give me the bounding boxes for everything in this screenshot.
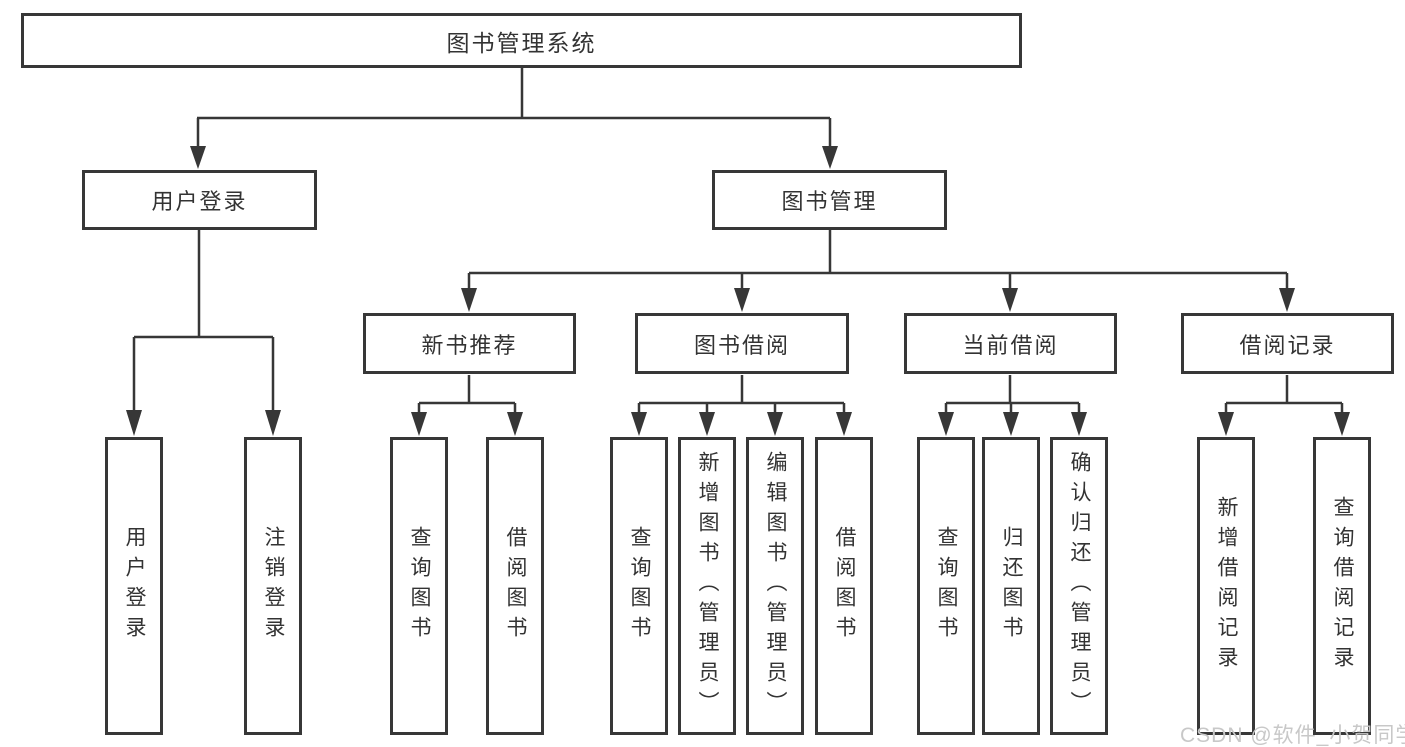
leaf-edit-books-admin: 编辑图书（管理员） [746,437,804,735]
leaf-borrow-books: 借阅图书 [815,437,873,735]
leaf-borrow-books-recommend: 借阅图书 [486,437,544,735]
arrowhead [507,412,523,436]
leaf-query-books-current: 查询图书 [917,437,975,735]
arrowhead [461,288,477,312]
node-new-book-recommend: 新书推荐 [363,313,576,374]
arrowhead [1334,412,1350,436]
current-borrow-connector [944,375,1081,414]
arrowhead [190,146,206,169]
leaf-confirm-return-admin: 确认归还（管理员） [1050,437,1108,735]
arrowhead [822,146,838,169]
user-login-connector [132,230,275,412]
node-library-management-system: 图书管理系统 [21,13,1022,68]
csdn-watermark: CSDN @软件_小贺同学 [1180,724,1405,747]
arrowhead [938,412,954,436]
book-management-connector [467,230,1289,290]
node-book-borrow: 图书借阅 [635,313,849,374]
book-borrow-connector [637,375,846,414]
arrowhead [631,412,647,436]
leaf-logout: 注销登录 [244,437,302,735]
new-book-connector [417,375,517,414]
arrowhead [699,412,715,436]
arrowhead [734,288,750,312]
leaf-query-books-recommend: 查询图书 [390,437,448,735]
node-current-borrow: 当前借阅 [904,313,1117,374]
arrowheads [126,146,1350,436]
node-book-management: 图书管理 [712,170,947,230]
arrowhead [265,410,281,436]
arrowhead [1279,288,1295,312]
arrowhead [411,412,427,436]
leaf-query-books-borrow: 查询图书 [610,437,668,735]
node-user-login: 用户登录 [82,170,317,230]
arrowhead [1218,412,1234,436]
arrowhead [126,410,142,436]
root-connector [196,68,832,148]
arrowhead [836,412,852,436]
leaf-query-borrow-record: 查询借阅记录 [1313,437,1371,735]
node-borrow-records: 借阅记录 [1181,313,1394,374]
arrowhead [1002,288,1018,312]
arrowhead [1003,412,1019,436]
arrowhead [1071,412,1087,436]
leaf-add-books-admin: 新增图书（管理员） [678,437,736,735]
borrow-records-connector [1224,375,1344,414]
leaf-user-login: 用户登录 [105,437,163,735]
arrowhead [767,412,783,436]
leaf-add-borrow-record: 新增借阅记录 [1197,437,1255,735]
leaf-return-books: 归还图书 [982,437,1040,735]
